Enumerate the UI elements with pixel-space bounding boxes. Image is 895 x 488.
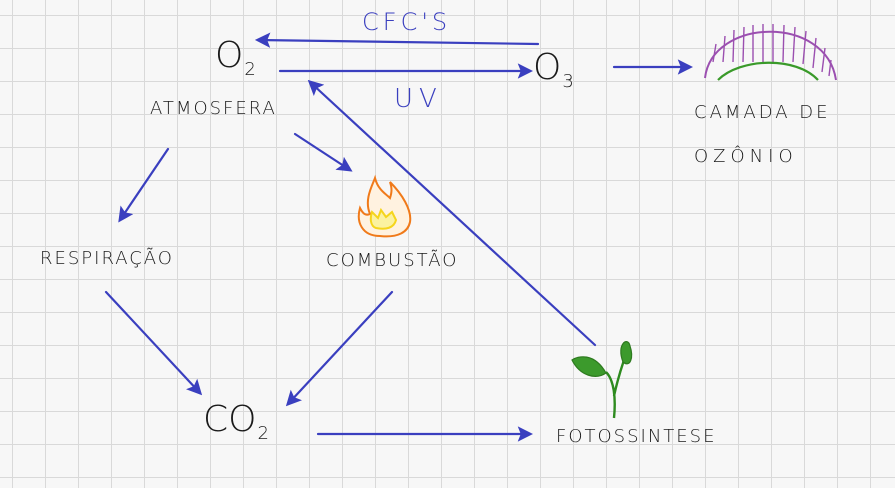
node-co2-subscript: 2 bbox=[257, 423, 269, 444]
ozone-dome-icon bbox=[704, 24, 837, 81]
node-o2-subscript: 2 bbox=[244, 59, 256, 80]
node-combustao: COMBUSTÃO bbox=[326, 250, 459, 271]
node-o3-subscript: 3 bbox=[562, 71, 574, 92]
node-o2: O2 bbox=[215, 38, 256, 79]
sprout-icon bbox=[571, 341, 633, 419]
node-camada-line2: OZÔNIO bbox=[694, 146, 798, 167]
node-atmosfera: ATMOSFERA bbox=[150, 98, 277, 119]
node-co2: CO2 bbox=[203, 402, 269, 443]
arrow-atmosfera-to-respiracao bbox=[118, 147, 170, 223]
arrow-atmosfera-to-combustao bbox=[293, 132, 353, 172]
node-fotossintese: FOTOSSINTESE bbox=[556, 426, 717, 447]
arrow-combustao-to-co2 bbox=[285, 290, 394, 407]
flame-icon bbox=[357, 174, 412, 238]
node-co2-symbol: CO bbox=[203, 399, 257, 440]
arrow-respiracao-to-co2 bbox=[104, 290, 203, 396]
arrow-fotossintese-to-o2 bbox=[307, 79, 597, 347]
node-o3-symbol: O bbox=[533, 47, 562, 88]
node-o3: O3 bbox=[533, 50, 574, 91]
arrow-o3-to-o2 bbox=[254, 32, 540, 48]
node-o2-symbol: O bbox=[215, 35, 244, 76]
label-cfcs: CFC'S bbox=[362, 8, 452, 36]
label-uv: UV bbox=[394, 84, 443, 114]
node-respiracao: RESPIRAÇÃO bbox=[40, 248, 174, 269]
node-camada-line1: CAMADA DE bbox=[694, 102, 831, 123]
